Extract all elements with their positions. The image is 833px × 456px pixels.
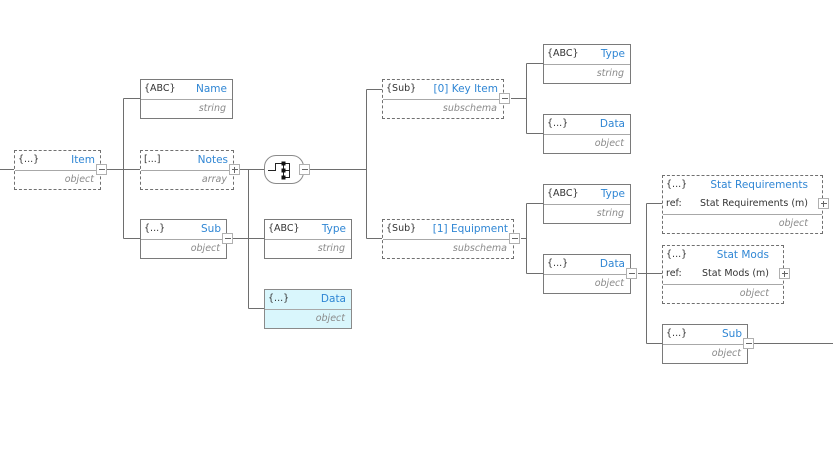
- object-kind-label: {...}: [666, 179, 688, 190]
- node-title: Sub: [201, 223, 221, 235]
- node-type: string: [317, 243, 345, 254]
- ref-label: ref:: [666, 268, 682, 279]
- node-type: object: [190, 243, 220, 254]
- object-kind-label: {...}: [268, 293, 290, 304]
- expand-toggle-icon[interactable]: [229, 164, 240, 175]
- expand-toggle-icon[interactable]: [779, 268, 790, 279]
- collapse-toggle-icon[interactable]: [499, 93, 510, 104]
- connector: [233, 169, 264, 309]
- node-type: object: [778, 218, 808, 229]
- node-type: array: [201, 174, 227, 185]
- node-title: Type: [600, 48, 625, 60]
- connector: [521, 203, 543, 274]
- node-item[interactable]: {...} Item object: [14, 150, 101, 190]
- choice-compositor-icon: [268, 161, 290, 180]
- node-sub[interactable]: {...} Sub object: [140, 219, 227, 259]
- node-key-item-data[interactable]: {...} Data object: [543, 114, 631, 154]
- string-kind-label: {ABC}: [144, 83, 176, 94]
- node-type: object: [315, 313, 345, 324]
- collapse-toggle-icon[interactable]: [299, 164, 310, 175]
- choice-compositor[interactable]: [264, 155, 304, 184]
- node-equipment-sub[interactable]: {...} Sub object: [662, 324, 748, 364]
- connector: [310, 89, 382, 239]
- object-kind-label: {...}: [547, 258, 569, 269]
- connector: [107, 98, 140, 239]
- collapse-toggle-icon[interactable]: [626, 268, 637, 279]
- node-type: object: [711, 348, 741, 359]
- collapse-toggle-icon[interactable]: [96, 164, 107, 175]
- string-kind-label: {ABC}: [268, 223, 300, 234]
- node-type: string: [596, 68, 624, 79]
- object-kind-label: {...}: [144, 223, 166, 234]
- object-kind-label: {...}: [18, 154, 40, 165]
- node-key-item-type[interactable]: {ABC} Type string: [543, 44, 631, 84]
- connector: [638, 203, 662, 344]
- node-subschema-equipment[interactable]: {Sub} [1] Equipment subschema: [382, 219, 514, 259]
- node-title: Stat Mods: [716, 249, 769, 261]
- string-kind-label: {ABC}: [547, 48, 579, 59]
- subschema-kind-label: {Sub}: [386, 223, 417, 234]
- node-stat-mods[interactable]: {...} Stat Mods ref: Stat Mods (m) object: [662, 245, 784, 304]
- object-kind-label: {...}: [666, 249, 688, 260]
- node-type: object: [64, 174, 94, 185]
- node-name[interactable]: {ABC} Name string: [140, 79, 233, 119]
- object-kind-label: {...}: [547, 118, 569, 129]
- node-sub-type[interactable]: {ABC} Type string: [264, 219, 352, 259]
- node-notes[interactable]: [...] Notes array: [140, 150, 234, 190]
- collapse-toggle-icon[interactable]: [222, 233, 233, 244]
- subschema-kind-label: {Sub}: [386, 83, 417, 94]
- node-equipment-data[interactable]: {...} Data object: [543, 254, 631, 294]
- node-type: string: [596, 208, 624, 219]
- node-type: object: [594, 278, 624, 289]
- expand-toggle-icon[interactable]: [818, 198, 829, 209]
- node-type: subschema: [452, 243, 507, 254]
- node-title: Data: [320, 293, 346, 305]
- node-sub-data-selected[interactable]: {...} Data object: [264, 289, 352, 329]
- node-title: [0] Key Item: [433, 83, 499, 95]
- node-title: Data: [599, 118, 625, 130]
- array-kind-label: [...]: [144, 154, 161, 165]
- connector: [511, 63, 543, 134]
- node-title: Type: [321, 223, 346, 235]
- node-type: object: [739, 288, 769, 299]
- node-title: Data: [599, 258, 625, 270]
- node-title: Type: [600, 188, 625, 200]
- node-title: Notes: [197, 154, 228, 166]
- ref-value: Stat Requirements (m): [699, 198, 808, 209]
- node-title: [1] Equipment: [432, 223, 508, 235]
- object-kind-label: {...}: [666, 328, 688, 339]
- ref-value: Stat Mods (m): [702, 268, 769, 279]
- node-type: subschema: [442, 103, 497, 114]
- node-subschema-key-item[interactable]: {Sub} [0] Key Item subschema: [382, 79, 504, 119]
- node-stat-requirements[interactable]: {...} Stat Requirements ref: Stat Requirem…: [662, 175, 823, 234]
- string-kind-label: {ABC}: [547, 188, 579, 199]
- collapse-toggle-icon[interactable]: [743, 338, 754, 349]
- node-equipment-type[interactable]: {ABC} Type string: [543, 184, 631, 224]
- node-title: Name: [196, 83, 227, 95]
- node-type: string: [198, 103, 226, 114]
- node-title: Stat Requirements: [710, 179, 808, 191]
- ref-label: ref:: [666, 198, 682, 209]
- node-type: object: [594, 138, 624, 149]
- collapse-toggle-icon[interactable]: [509, 233, 520, 244]
- node-title: Item: [71, 154, 95, 166]
- node-title: Sub: [722, 328, 742, 340]
